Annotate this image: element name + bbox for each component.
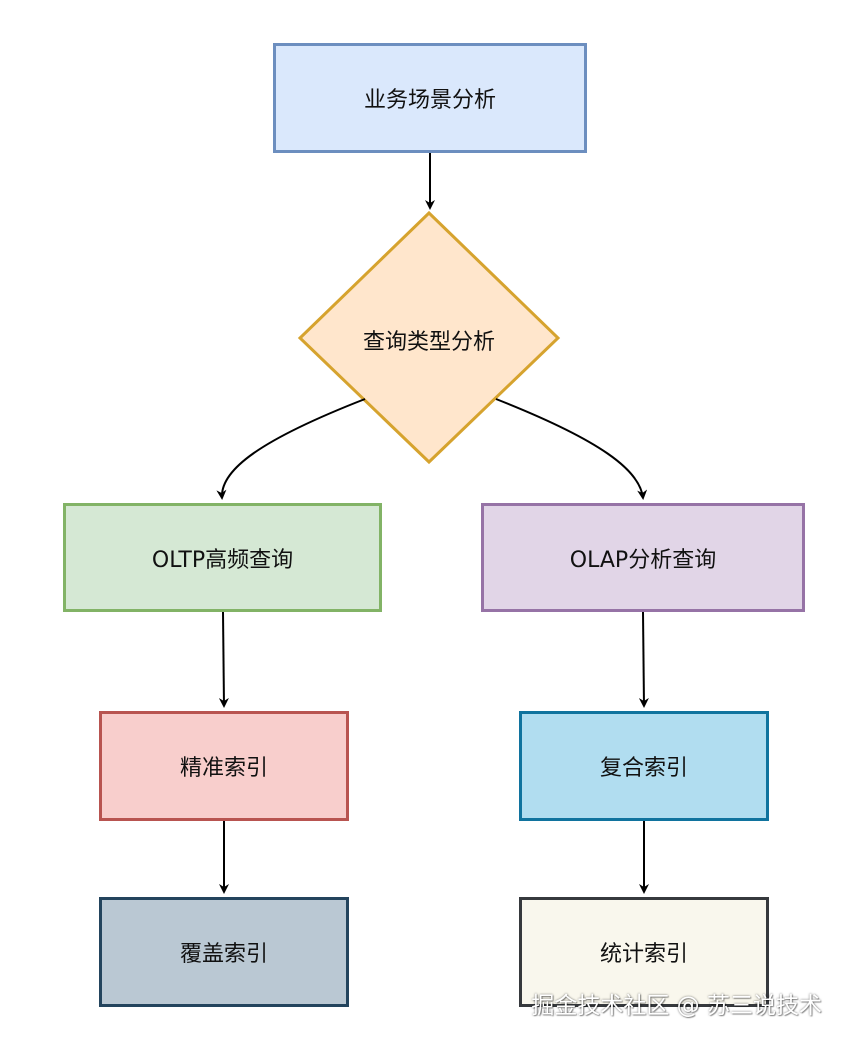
watermark-text: 掘金技术社区 @ 苏三说技术: [531, 993, 822, 1019]
olap-query-label: OLAP分析查询: [569, 547, 717, 573]
statistics-index-node: 统计索引: [519, 897, 769, 1007]
edge-query-type-to-oltp: [216, 398, 366, 500]
scene-analysis-label: 业务场景分析: [363, 88, 496, 113]
edge-oltp-to-precise: [218, 611, 229, 708]
precise-index-label: 精准索引: [179, 756, 268, 781]
olap-query-node: OLAP分析查询: [481, 503, 805, 612]
query-type-analysis-label: 查询类型分析: [362, 330, 495, 355]
covering-index-label: 覆盖索引: [179, 942, 268, 967]
covering-index-node: 覆盖索引: [99, 897, 349, 1007]
statistics-index-label: 统计索引: [599, 942, 688, 967]
oltp-query-label: OLTP高频查询: [151, 547, 294, 573]
scene-analysis-node: 业务场景分析: [273, 43, 587, 153]
composite-index-node: 复合索引: [519, 711, 769, 821]
precise-index-node: 精准索引: [99, 711, 349, 821]
edge-query-type-to-olap: [495, 398, 648, 500]
composite-index-label: 复合索引: [599, 756, 688, 781]
oltp-query-node: OLTP高频查询: [63, 503, 382, 612]
edge-olap-to-composite: [638, 611, 649, 708]
